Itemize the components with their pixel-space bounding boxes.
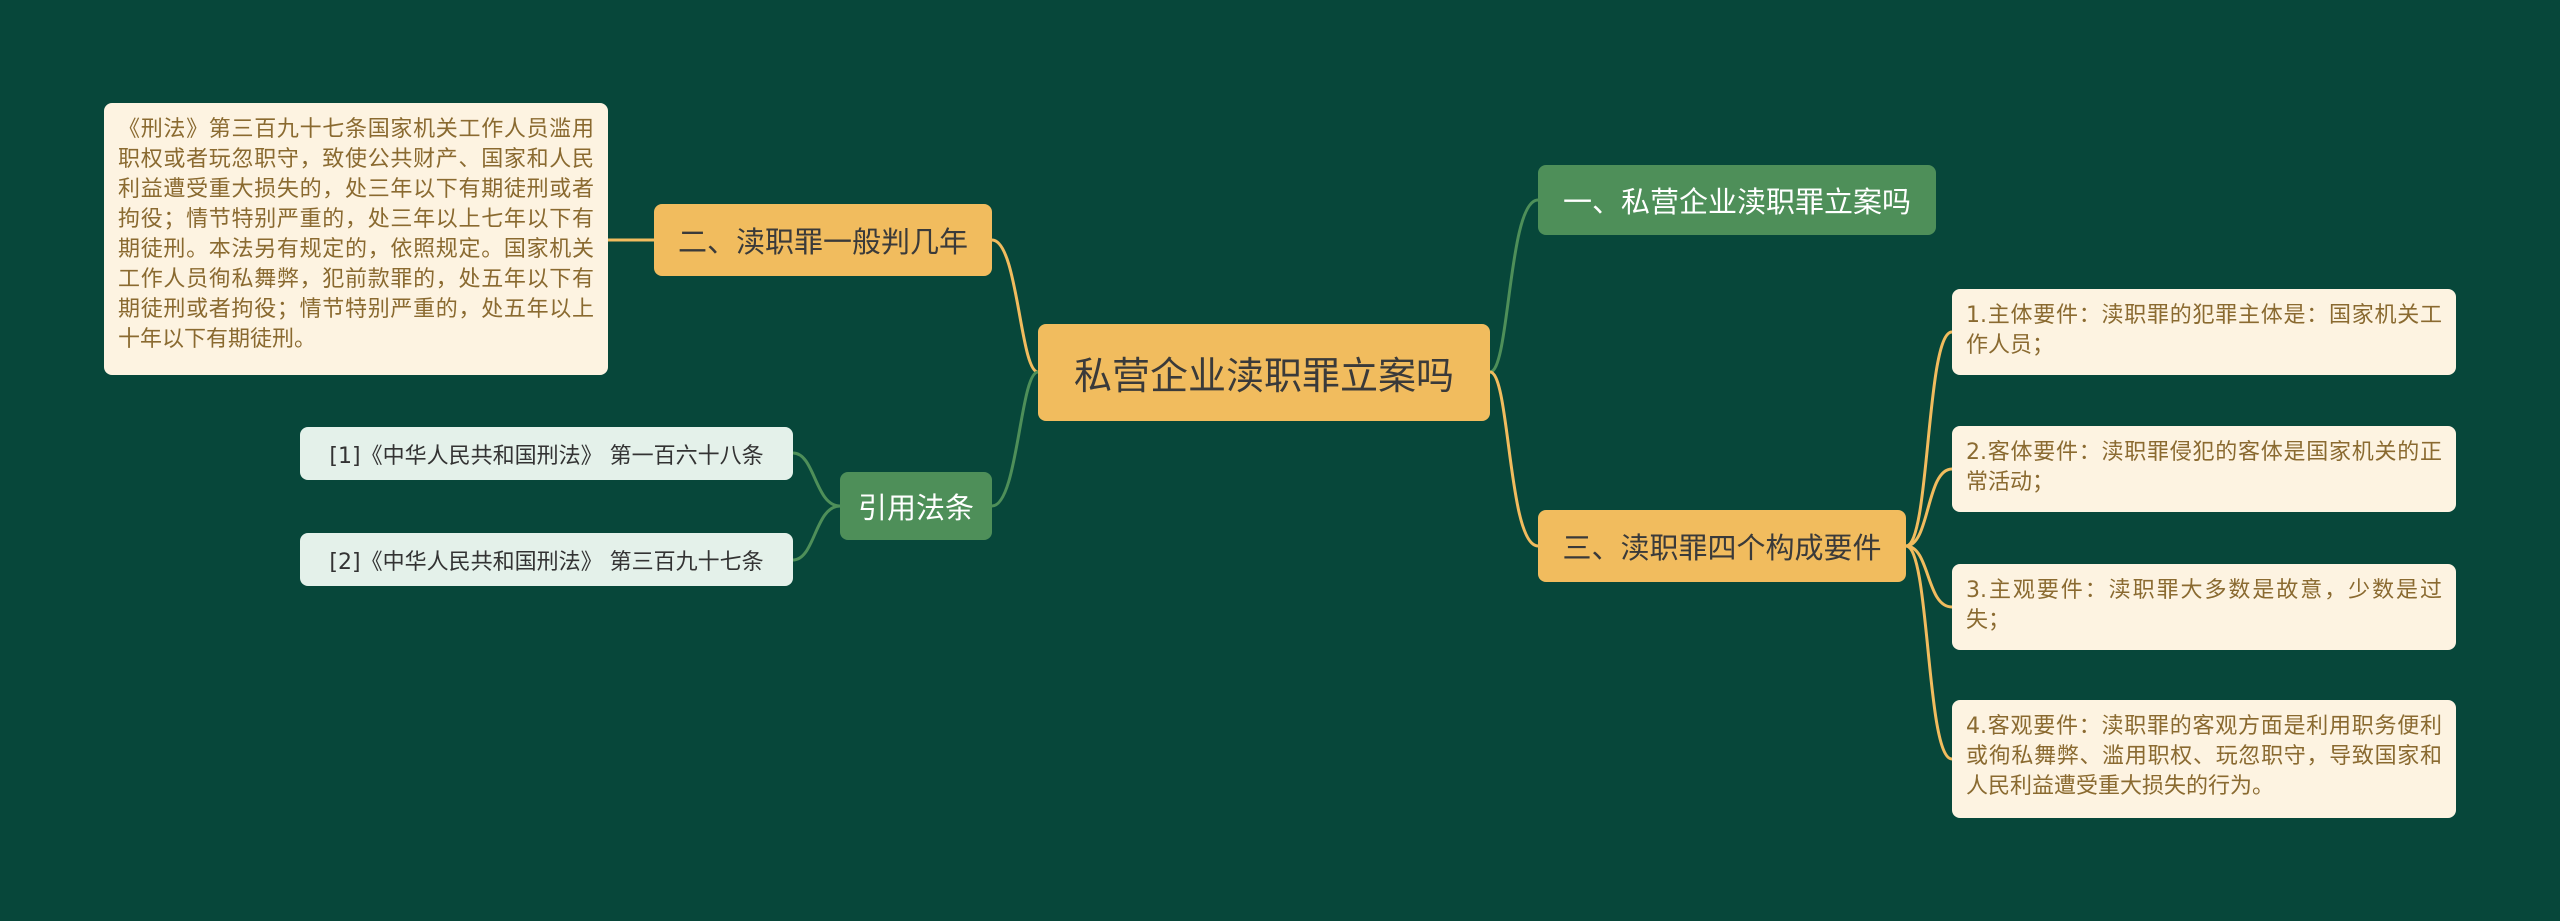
element-item-2-text: 2.客体要件：渎职罪侵犯的客体是国家机关的正常活动； <box>1966 440 2442 495</box>
branch-references[interactable]: 引用法条 <box>840 472 992 540</box>
branch-elements-label: 三、渎职罪四个构成要件 <box>1562 531 1882 565</box>
reference-item-2[interactable]: [2]《中华人民共和国刑法》 第三百九十七条 <box>300 533 793 586</box>
branch-filing-label: 一、私营企业渎职罪立案吗 <box>1562 185 1911 219</box>
link-elements-item3 <box>1905 544 1953 609</box>
reference-item-1-text: [1]《中华人民共和国刑法》 第一百六十八条 <box>329 443 764 469</box>
element-item-1[interactable]: 1.主体要件：渎职罪的犯罪主体是：国家机关工作人员； <box>1952 289 2456 375</box>
branch-elements[interactable]: 三、渎职罪四个构成要件 <box>1538 510 1906 582</box>
root-topic-label: 私营企业渎职罪立案吗 <box>1073 354 1454 398</box>
penalty-detail-note[interactable]: 《刑法》第三百九十七条国家机关工作人员滥用职权或者玩忽职守，致使公共财产、国家和… <box>104 103 608 375</box>
link-root-elements <box>1489 370 1539 548</box>
branch-filing[interactable]: 一、私营企业渎职罪立案吗 <box>1538 165 1936 235</box>
element-item-1-text: 1.主体要件：渎职罪的犯罪主体是：国家机关工作人员； <box>1966 303 2442 358</box>
link-root-filing <box>1489 198 1539 374</box>
element-item-3[interactable]: 3.主观要件：渎职罪大多数是故意，少数是过失； <box>1952 564 2456 650</box>
branch-penalty-label: 二、渎职罪一般判几年 <box>677 225 968 259</box>
element-item-3-text: 3.主观要件：渎职罪大多数是故意，少数是过失； <box>1966 578 2442 633</box>
element-item-4-text: 4.客观要件：渎职罪的客观方面是利用职务便利或徇私舞弊、滥用职权、玩忽职守，导致… <box>1966 714 2442 799</box>
link-elements-item1 <box>1905 330 1953 548</box>
link-elements-item4 <box>1905 544 1953 761</box>
root-topic[interactable]: 私营企业渎职罪立案吗 <box>1038 324 1490 421</box>
penalty-detail-text: 《刑法》第三百九十七条国家机关工作人员滥用职权或者玩忽职守，致使公共财产、国家和… <box>118 117 594 352</box>
element-item-4[interactable]: 4.客观要件：渎职罪的客观方面是利用职务便利或徇私舞弊、滥用职权、玩忽职守，导致… <box>1952 700 2456 818</box>
link-elements-item2 <box>1905 467 1953 548</box>
reference-item-1[interactable]: [1]《中华人民共和国刑法》 第一百六十八条 <box>300 427 793 480</box>
element-item-2[interactable]: 2.客体要件：渎职罪侵犯的客体是国家机关的正常活动； <box>1952 426 2456 512</box>
branch-penalty[interactable]: 二、渎职罪一般判几年 <box>654 204 992 276</box>
branch-references-label: 引用法条 <box>857 491 974 525</box>
link-root-penalty <box>991 238 1039 374</box>
reference-item-2-text: [2]《中华人民共和国刑法》 第三百九十七条 <box>329 549 764 575</box>
link-root-refs <box>991 370 1039 508</box>
link-refs-item2 <box>792 504 841 562</box>
link-refs-item1 <box>792 451 841 508</box>
